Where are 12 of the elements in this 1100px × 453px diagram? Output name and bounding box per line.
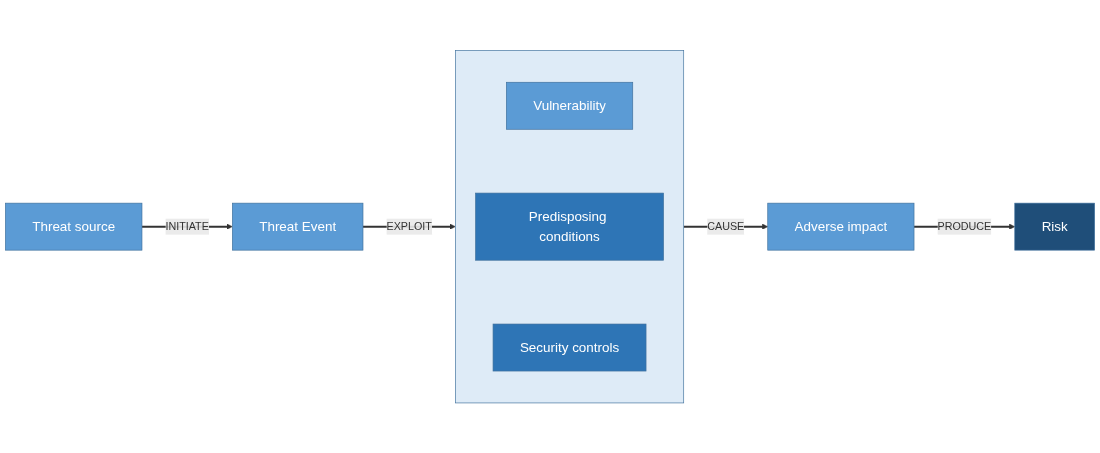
node-box: Threat Event xyxy=(232,202,364,251)
node-box: Predisposing conditions xyxy=(475,192,664,261)
node-box: Adverse impact xyxy=(767,202,915,251)
node-box: Risk xyxy=(1014,202,1095,251)
edge-label: CAUSE xyxy=(707,220,745,232)
node-box: Threat source xyxy=(5,202,143,251)
edge-label: INITIATE xyxy=(165,220,209,232)
cluster xyxy=(455,49,685,404)
node-box: Security controls xyxy=(492,323,647,372)
edge-label: PRODUCE xyxy=(937,220,992,232)
edge-label: EXPLOIT xyxy=(386,220,432,232)
node-box: Vulnerability xyxy=(506,81,634,130)
